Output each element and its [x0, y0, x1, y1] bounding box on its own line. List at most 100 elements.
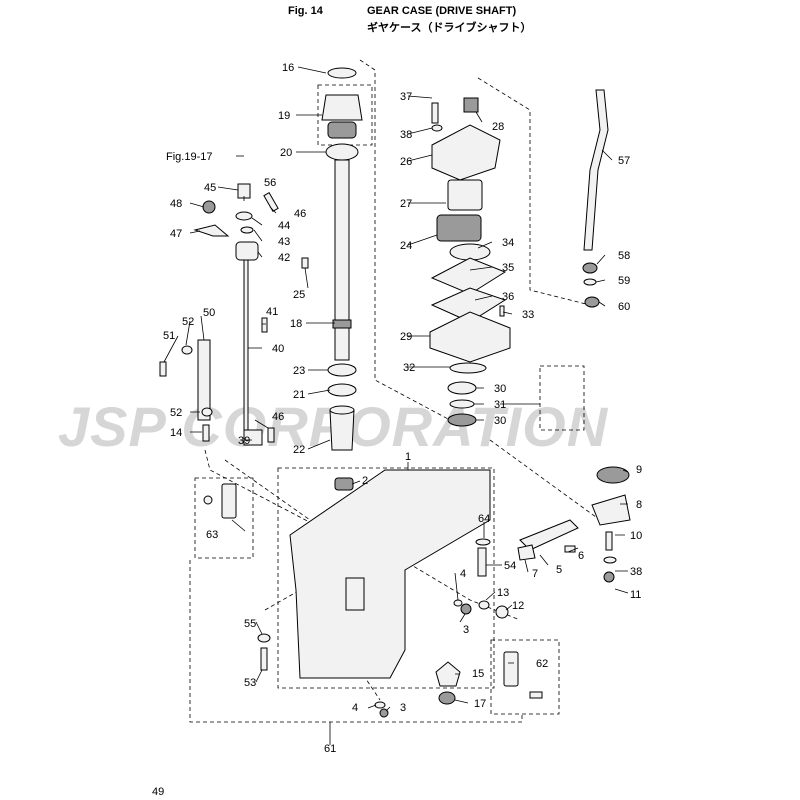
callout-15: 15: [472, 668, 484, 680]
callout-58: 58: [618, 250, 630, 262]
callout-46-lower: 46: [272, 411, 284, 423]
callout-16: 16: [282, 62, 294, 74]
water-tube-57: [583, 89, 609, 251]
nut-17: [438, 691, 456, 705]
callout-35: 35: [502, 262, 514, 274]
callout-57: 57: [618, 155, 630, 167]
drive-shaft-18: [334, 159, 350, 361]
callout-56: 56: [264, 177, 276, 189]
seal-2: [334, 477, 354, 491]
callout-24: 24: [400, 240, 412, 252]
callout-28: 28: [492, 121, 504, 133]
callout-51: 51: [163, 330, 175, 342]
bolt-53: [260, 647, 268, 671]
callout-14: 14: [170, 427, 182, 439]
figure-title-english: GEAR CASE (DRIVE SHAFT): [367, 5, 517, 17]
callout-11: 11: [630, 589, 641, 601]
callout-3-lower: 3: [400, 702, 406, 714]
callout-4-upper: 4: [460, 568, 466, 580]
callout-17: 17: [474, 698, 486, 710]
callout-6: 6: [578, 550, 584, 562]
gasket-4-lower: [374, 701, 386, 709]
bolt-10: [605, 531, 613, 551]
callout-36: 36: [502, 291, 514, 303]
callout-37: 37: [400, 91, 412, 103]
plug-55-axis-line: [264, 589, 301, 611]
bearing-20: [325, 143, 359, 161]
gasket-55: [257, 633, 271, 643]
callout-5: 5: [556, 564, 562, 576]
page-number: 49: [152, 786, 165, 798]
callout-19: 19: [278, 110, 290, 122]
cover-8: [591, 494, 631, 526]
spacer-31: [449, 399, 475, 409]
water-inlet-axis-line: [489, 439, 601, 521]
gasket-36: [430, 287, 507, 323]
drive-shaft-collar: [332, 319, 352, 329]
bracket-7: [517, 544, 536, 561]
callout-47: 47: [170, 228, 182, 240]
callout-21: 21: [293, 389, 305, 401]
grommet-28: [463, 97, 479, 113]
anode-15: [435, 661, 461, 687]
callout-8: 8: [636, 499, 642, 511]
callout-54: 54: [504, 560, 516, 572]
sleeve-22: [329, 409, 355, 451]
collar-23: [327, 363, 357, 377]
callout-55: 55: [244, 618, 256, 630]
shift-rod-40: [243, 247, 249, 435]
bolt-37: [431, 102, 439, 124]
gear-case-window: [345, 577, 365, 611]
oring-32: [449, 362, 487, 374]
gasket-4-upper: [453, 599, 463, 607]
key-25: [301, 257, 309, 269]
bearing-detail-box: [539, 365, 585, 431]
figure-title-japanese: ギヤケース（ドライブシャフト）: [367, 22, 532, 34]
washer-38: [431, 124, 443, 132]
pump-insert-27: [447, 179, 483, 211]
boot-42: [235, 241, 259, 261]
pump-housing-26: [431, 124, 501, 181]
anode-62-box: [490, 639, 560, 715]
sleeve-22-top: [329, 405, 355, 415]
callout-39: 39: [238, 435, 250, 447]
callout-64: 64: [478, 513, 490, 525]
callout-26: 26: [400, 156, 412, 168]
callout-34: 34: [502, 237, 514, 249]
outer-plate-35: [430, 257, 507, 295]
plug-12: [495, 605, 509, 619]
callout-32: 32: [403, 362, 415, 374]
callout-42: 42: [278, 252, 290, 264]
pin-33: [499, 305, 505, 317]
washer-16: [327, 67, 357, 79]
callout-2: 2: [362, 475, 368, 487]
oring-43: [240, 226, 254, 234]
pin-41: [261, 317, 268, 333]
callout-52-upper: 52: [182, 316, 194, 328]
nut-60: [584, 296, 600, 308]
callout-38-upper: 38: [400, 129, 412, 141]
lever-47: [193, 224, 230, 237]
pin-14: [202, 424, 210, 442]
callout-12: 12: [512, 600, 524, 612]
callout-10: 10: [630, 530, 642, 542]
pin-14-axis-line: [204, 449, 316, 526]
callout-7: 7: [532, 568, 538, 580]
callout-33: 33: [522, 309, 534, 321]
anode-63: [221, 483, 237, 519]
callout-9: 9: [636, 464, 642, 476]
callout-18: 18: [290, 318, 302, 330]
callout-27: 27: [400, 198, 412, 210]
oring-44: [235, 211, 253, 221]
bearing-30a: [447, 381, 477, 395]
gear-case-1: [289, 469, 491, 679]
anode-62: [503, 651, 519, 687]
callout-52-lower: 52: [170, 407, 182, 419]
gasket-13: [478, 600, 490, 610]
callout-48: 48: [170, 198, 182, 210]
bearing-30b: [447, 413, 477, 427]
nut-11: [603, 571, 615, 583]
callout-45: 45: [204, 182, 216, 194]
callout-13: 13: [497, 587, 509, 599]
